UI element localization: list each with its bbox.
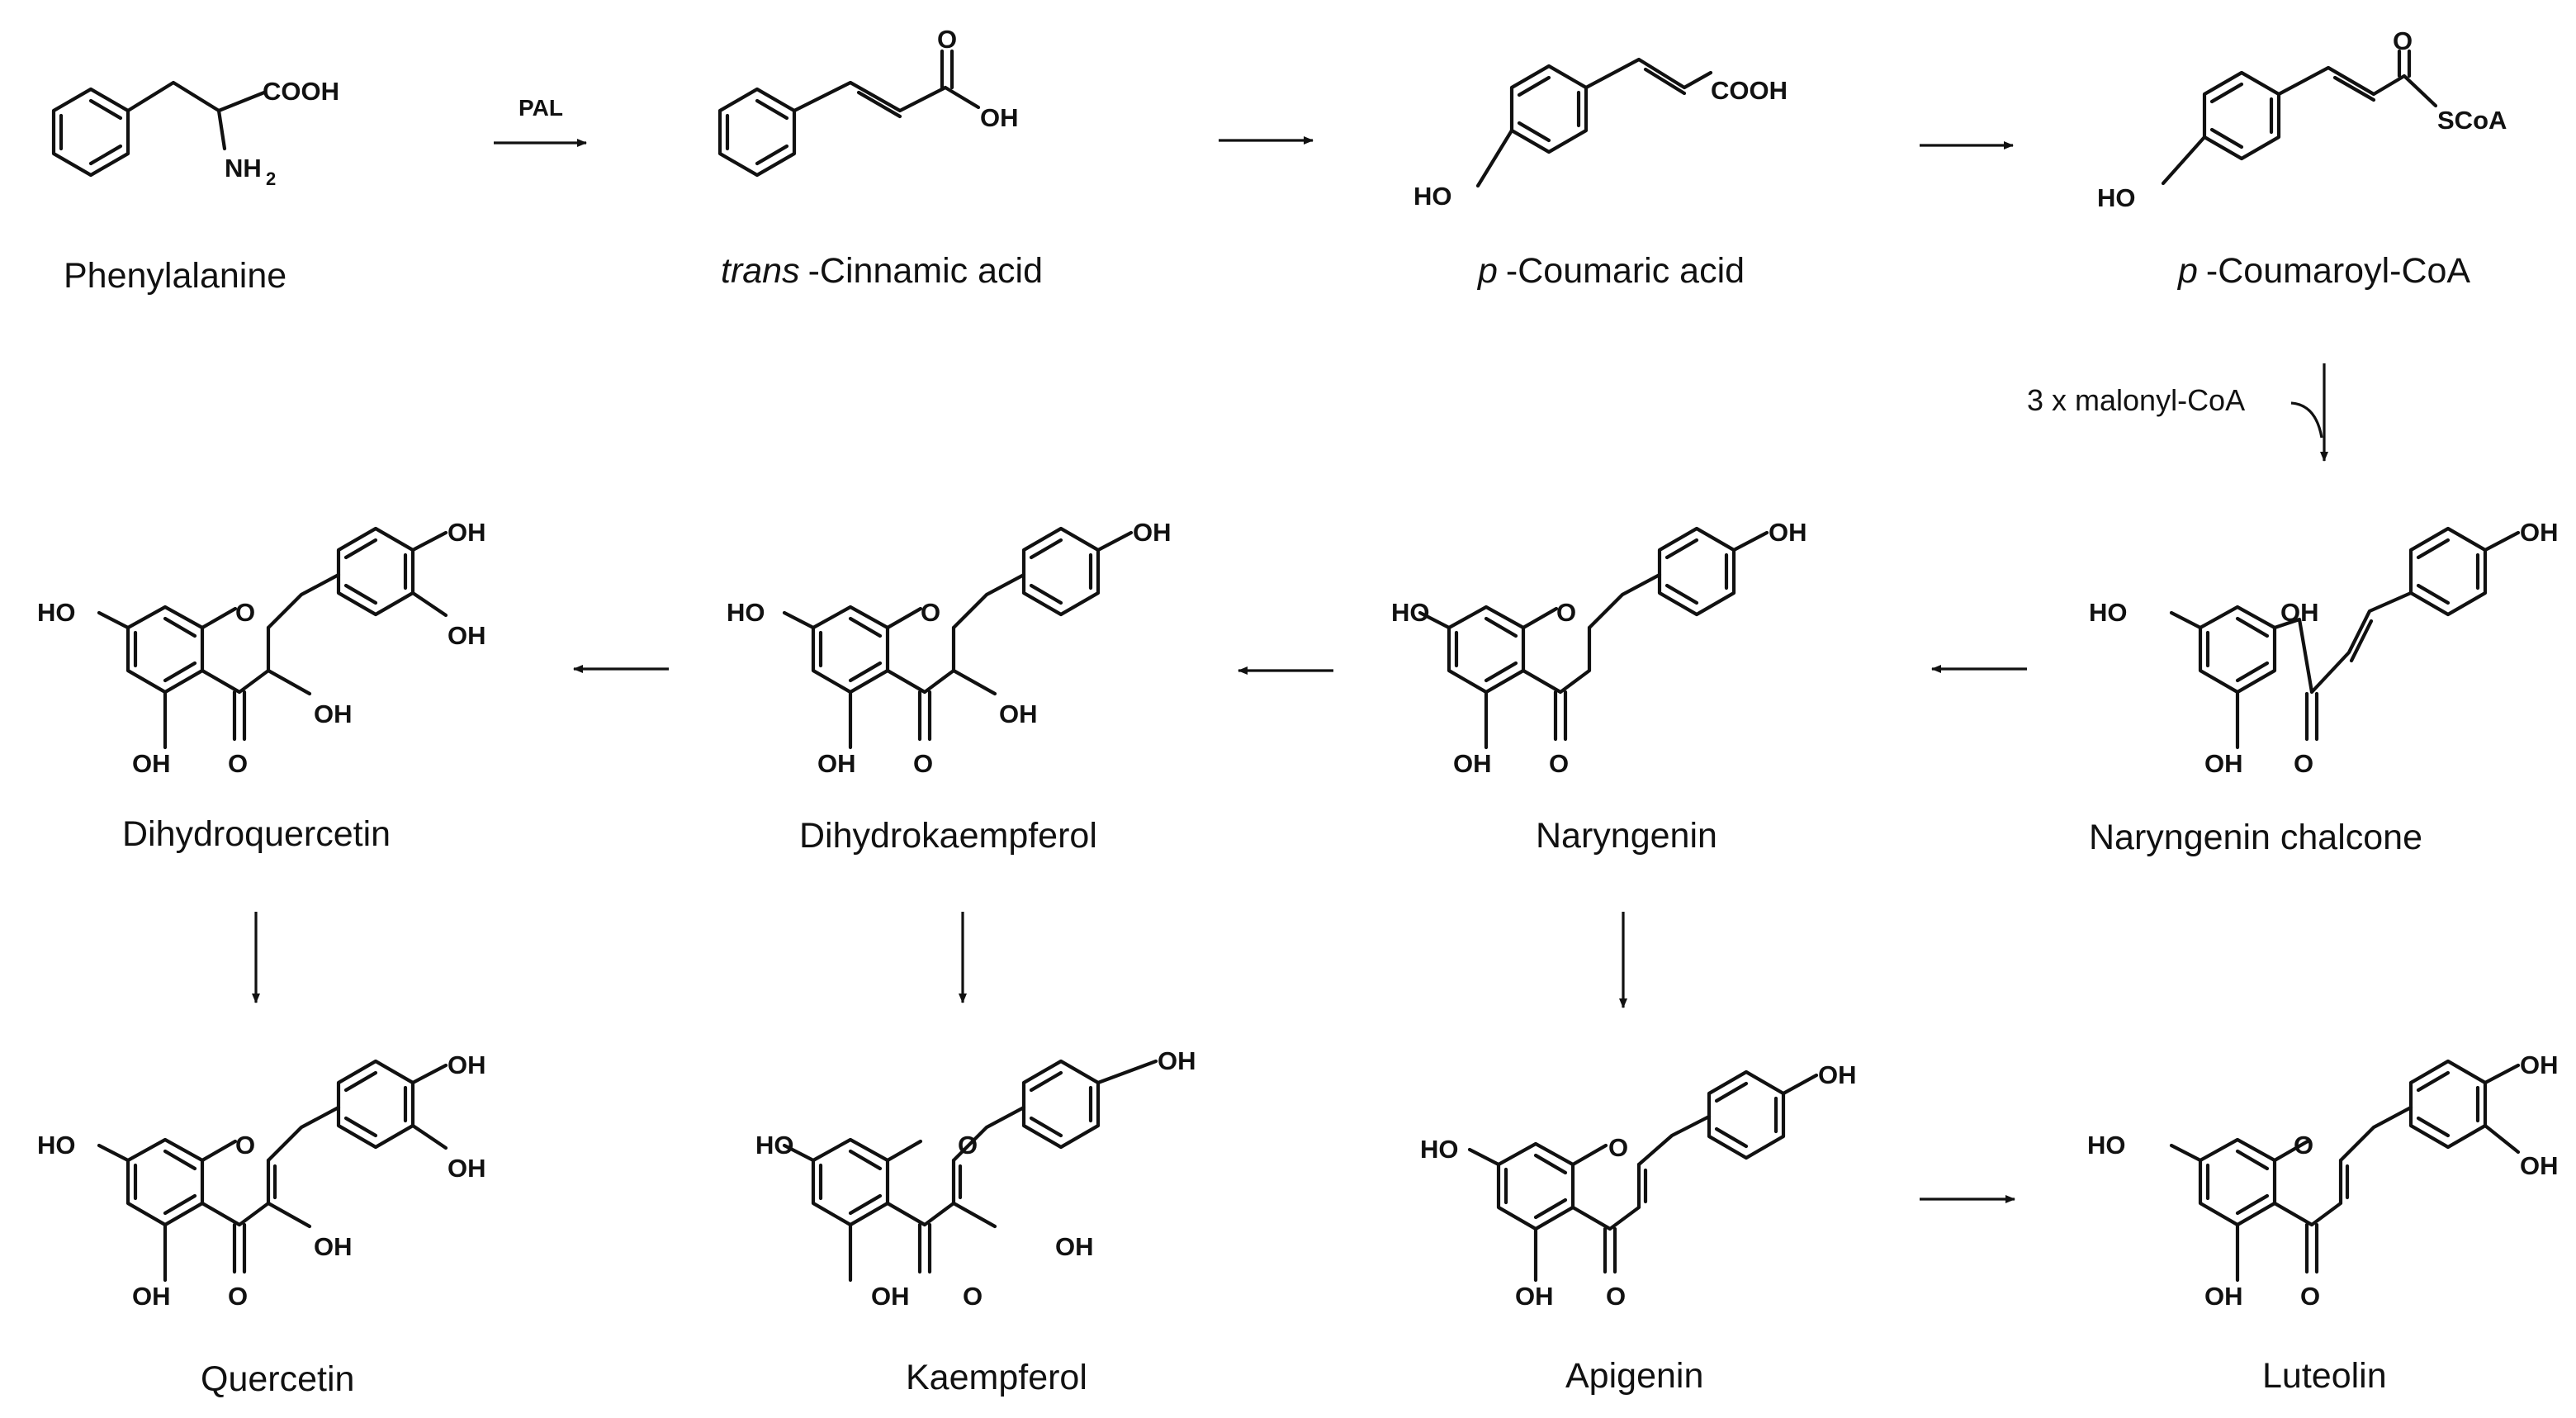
malonyl-curved-arrow — [2290, 401, 2323, 439]
chalcone-o-label: O — [2294, 749, 2313, 778]
dhk-c3-oh-label: OH — [999, 700, 1038, 728]
phenylalanine-cooh-label: COOH — [263, 77, 339, 106]
malonyl-label: 3 x malonyl-CoA — [2027, 383, 2245, 417]
phenylalanine-nh-label: NH — [225, 154, 262, 183]
coumaric-ho-label: HO — [1413, 182, 1452, 211]
chalcone-a-ho-label: HO — [2089, 598, 2128, 627]
cinnamic-name: trans-Cinnamic acid — [721, 251, 1043, 291]
coumaroyl-name-prefix: p — [2176, 251, 2198, 291]
coumaroyl-name: p-Coumaroyl-CoA — [2176, 251, 2470, 291]
chalcone-b-oh-label: OH — [2520, 518, 2559, 547]
luteolin-b-oh-bottom-label: OH — [2520, 1151, 2559, 1180]
compound-kaempferol: OH HO O OH OH O Kaempferol — [755, 1046, 1196, 1397]
quercetin-name: Quercetin — [201, 1359, 354, 1399]
coumaroyl-ho-label: HO — [2097, 183, 2136, 212]
dhq-c3-oh-label: OH — [314, 700, 353, 728]
kaempferol-ring-o-label: O — [958, 1131, 978, 1160]
quercetin-a-oh-label: OH — [132, 1282, 171, 1311]
dhk-a-oh-label: OH — [817, 749, 856, 778]
compound-naryngenin-chalcone: OH HO OH OH O Naryngenin chalcone — [2089, 518, 2559, 857]
cinnamic-oh-label: OH — [980, 103, 1019, 132]
compound-p-coumaroyl-coa: O SCoA HO p-Coumaroyl-CoA — [2097, 26, 2507, 291]
coumaroyl-name-main: -Coumaroyl-CoA — [2206, 251, 2471, 291]
quercetin-ring-o-label: O — [235, 1131, 255, 1160]
luteolin-a-oh-label: OH — [2204, 1282, 2243, 1311]
dhq-o-label: O — [228, 749, 248, 778]
dhq-ring-o-label: O — [235, 598, 255, 627]
cinnamic-name-prefix: trans — [721, 251, 800, 291]
chalcone-a-oh-bottom-label: OH — [2204, 749, 2243, 778]
dhk-b-oh-label: OH — [1133, 518, 1172, 547]
quercetin-b-oh-bottom-label: OH — [447, 1154, 486, 1183]
coumaroyl-o-label: O — [2393, 26, 2413, 55]
pal-label: PAL — [519, 95, 563, 121]
phenylalanine-name: Phenylalanine — [64, 256, 286, 296]
coumaric-name: p-Coumaric acid — [1476, 251, 1745, 291]
naryngenin-o-label: O — [1549, 749, 1569, 778]
chalcone-name: Naryngenin chalcone — [2089, 818, 2422, 857]
kaempferol-o-label: O — [963, 1282, 983, 1311]
naryngenin-a-oh-label: OH — [1453, 749, 1492, 778]
apigenin-ho-label: HO — [1420, 1135, 1459, 1164]
compound-apigenin: OH HO O OH O Apigenin — [1420, 1060, 1857, 1396]
luteolin-o-label: O — [2300, 1282, 2320, 1311]
coumaric-name-main: -Coumaric acid — [1506, 251, 1745, 291]
quercetin-ho-label: HO — [37, 1131, 76, 1160]
luteolin-ring-o-label: O — [2294, 1131, 2313, 1160]
naryngenin-name: Naryngenin — [1536, 816, 1717, 856]
dhk-ho-label: HO — [727, 598, 765, 627]
kaempferol-c3-oh-label: OH — [1055, 1232, 1094, 1261]
luteolin-ho-label: HO — [2087, 1131, 2126, 1160]
luteolin-b-oh-top-label: OH — [2520, 1050, 2559, 1079]
dhk-name: Dihydrokaempferol — [799, 816, 1097, 856]
compound-phenylalanine: COOH NH 2 Phenylalanine — [51, 77, 339, 296]
kaempferol-name: Kaempferol — [906, 1358, 1087, 1397]
naryngenin-ring-o-label: O — [1556, 598, 1576, 627]
compound-p-coumaric-acid: COOH HO p-Coumaric acid — [1413, 57, 1788, 291]
reaction-arrows: PAL 3 x malonyl-CoA — [252, 95, 2328, 1203]
compound-luteolin: OH OH HO O OH O Luteolin — [2087, 1050, 2559, 1396]
kaempferol-ho-label: HO — [755, 1131, 794, 1160]
compound-naryngenin: OH HO O OH O Naryngenin — [1391, 518, 1807, 856]
coumaroyl-scoa-label: SCoA — [2437, 106, 2507, 135]
cinnamic-o-label: O — [937, 25, 957, 54]
naryngenin-ho-label: HO — [1391, 598, 1430, 627]
apigenin-o-label: O — [1606, 1282, 1626, 1311]
dhq-b-oh-bottom-label: OH — [447, 621, 486, 650]
dhq-b-oh-top-label: OH — [447, 518, 486, 547]
compound-quercetin: OH OH HO O OH OH O Quercetin — [37, 1050, 486, 1399]
chalcone-a-oh-top-label: OH — [2280, 598, 2319, 627]
dhq-name: Dihydroquercetin — [122, 814, 391, 854]
naryngenin-b-oh-label: OH — [1769, 518, 1807, 547]
compound-dihydroquercetin: OH OH HO O OH OH O Dihydroquercetin — [37, 518, 486, 854]
quercetin-b-oh-top-label: OH — [447, 1050, 486, 1079]
apigenin-a-oh-label: OH — [1515, 1282, 1554, 1311]
kaempferol-b-oh-label: OH — [1158, 1046, 1196, 1075]
coumaric-cooh-label: COOH — [1711, 76, 1788, 105]
cinnamic-name-main: -Cinnamic acid — [808, 251, 1043, 291]
apigenin-b-oh-label: OH — [1818, 1060, 1857, 1089]
quercetin-c3-oh-label: OH — [314, 1232, 353, 1261]
apigenin-name: Apigenin — [1565, 1356, 1703, 1396]
kaempferol-a-oh-label: OH — [871, 1282, 910, 1311]
compound-trans-cinnamic-acid: O OH trans-Cinnamic acid — [717, 25, 1043, 291]
dhq-ho-label: HO — [37, 598, 76, 627]
coumaric-name-prefix: p — [1476, 251, 1498, 291]
dhk-ring-o-label: O — [921, 598, 940, 627]
phenylalanine-nh-subscript: 2 — [266, 168, 276, 189]
compound-dihydrokaempferol: OH HO O OH OH O Dihydrokaempferol — [727, 518, 1172, 856]
luteolin-name: Luteolin — [2262, 1356, 2387, 1396]
quercetin-o-label: O — [228, 1282, 248, 1311]
apigenin-ring-o-label: O — [1608, 1133, 1628, 1162]
dhq-a-oh-label: OH — [132, 749, 171, 778]
dhk-o-label: O — [913, 749, 933, 778]
